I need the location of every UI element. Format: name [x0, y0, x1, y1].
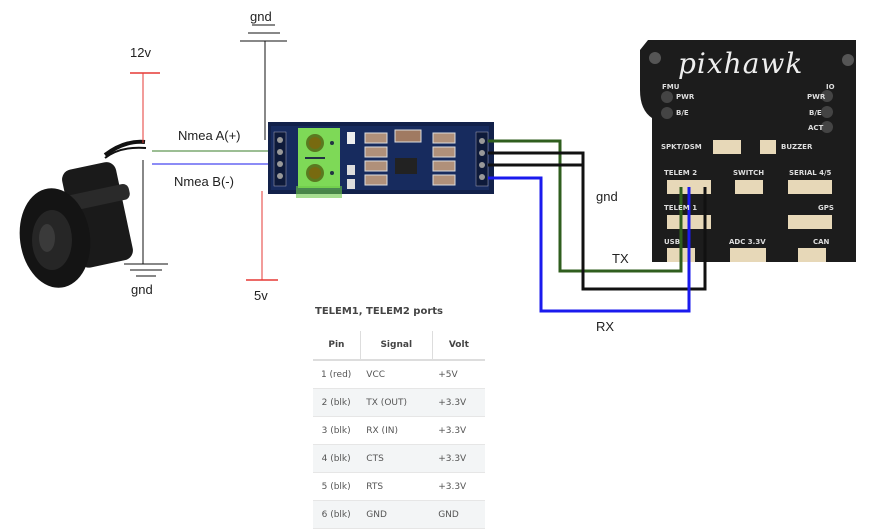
port-label: CAN: [813, 238, 830, 246]
label-nmea-a: Nmea A(+): [178, 128, 241, 143]
label-12v: 12v: [130, 45, 151, 60]
volt-cell: GND: [432, 500, 485, 529]
label-tx: TX: [612, 251, 629, 266]
gnd-wire-1: [488, 151, 707, 291]
label-rx: RX: [596, 319, 615, 334]
label-5v: 5v: [254, 288, 268, 303]
table-row: 2 (blk)TX (OUT)+3.3V: [313, 388, 485, 417]
port-label: SPKT/DSM: [661, 143, 702, 151]
rx-wire: [488, 176, 691, 313]
led-label: B/E: [809, 109, 822, 117]
signal-cell: GND: [360, 500, 433, 529]
pin-cell: 5 (blk): [313, 472, 361, 501]
depth-transducer: [19, 139, 147, 288]
volt-cell: +3.3V: [432, 472, 485, 501]
port-label: USB: [664, 238, 681, 246]
port-label: SERIAL 4/5: [789, 169, 832, 177]
port-label: GPS: [818, 204, 834, 212]
label-gnd-wire: gnd: [596, 189, 618, 204]
port-label: SWITCH: [733, 169, 765, 177]
volt-cell: +5V: [432, 360, 485, 389]
pin-cell: 1 (red): [313, 360, 361, 389]
led-label: PWR: [807, 93, 826, 101]
pin-cell: 3 (blk): [313, 416, 361, 445]
label-gnd-left: gnd: [131, 282, 153, 297]
signal-cell: VCC: [360, 360, 433, 389]
pin-cell: 2 (blk): [313, 388, 361, 417]
volt-cell: +3.3V: [432, 416, 485, 445]
led-label: IO: [826, 83, 835, 91]
max485-chip: [395, 158, 417, 174]
port-label: TELEM 2: [664, 169, 698, 177]
header-volt: Volt: [432, 331, 485, 361]
led-label: PWR: [676, 93, 695, 101]
pixhawk-logo: pixhawk: [678, 47, 804, 80]
table-row: 5 (blk)RTS+3.3V: [313, 472, 485, 501]
signal-cell: RX (IN): [360, 416, 433, 445]
led-label: B/E: [676, 109, 689, 117]
telem-ports-table: TELEM1, TELEM2 ports Pin Signal Volt 1 (…: [313, 306, 485, 529]
tx-wire: [488, 139, 683, 273]
port-label: TELEM 1: [664, 204, 698, 212]
table-row: 1 (red)VCC+5V: [313, 360, 485, 389]
led-label: FMU: [662, 83, 680, 91]
led-label: ACT: [808, 124, 824, 132]
header-signal: Signal: [360, 331, 433, 361]
table-row: 3 (blk)RX (IN)+3.3V: [313, 416, 485, 445]
table-title: TELEM1, TELEM2 ports: [315, 306, 443, 317]
pin-cell: 4 (blk): [313, 444, 361, 473]
pin-cell: 6 (blk): [313, 500, 361, 529]
label-gnd-top: gnd: [250, 9, 272, 24]
label-nmea-b: Nmea B(-): [174, 174, 234, 189]
rs485-module: [268, 122, 494, 198]
signal-cell: CTS: [360, 444, 433, 473]
signal-cell: TX (OUT): [360, 388, 433, 417]
signal-cell: RTS: [360, 472, 433, 501]
table-row: 4 (blk)CTS+3.3V: [313, 444, 485, 473]
volt-cell: +3.3V: [432, 388, 485, 417]
port-label: ADC 3.3V: [729, 238, 766, 246]
header-pin: Pin: [313, 331, 361, 361]
port-label: BUZZER: [781, 143, 813, 151]
volt-cell: +3.3V: [432, 444, 485, 473]
